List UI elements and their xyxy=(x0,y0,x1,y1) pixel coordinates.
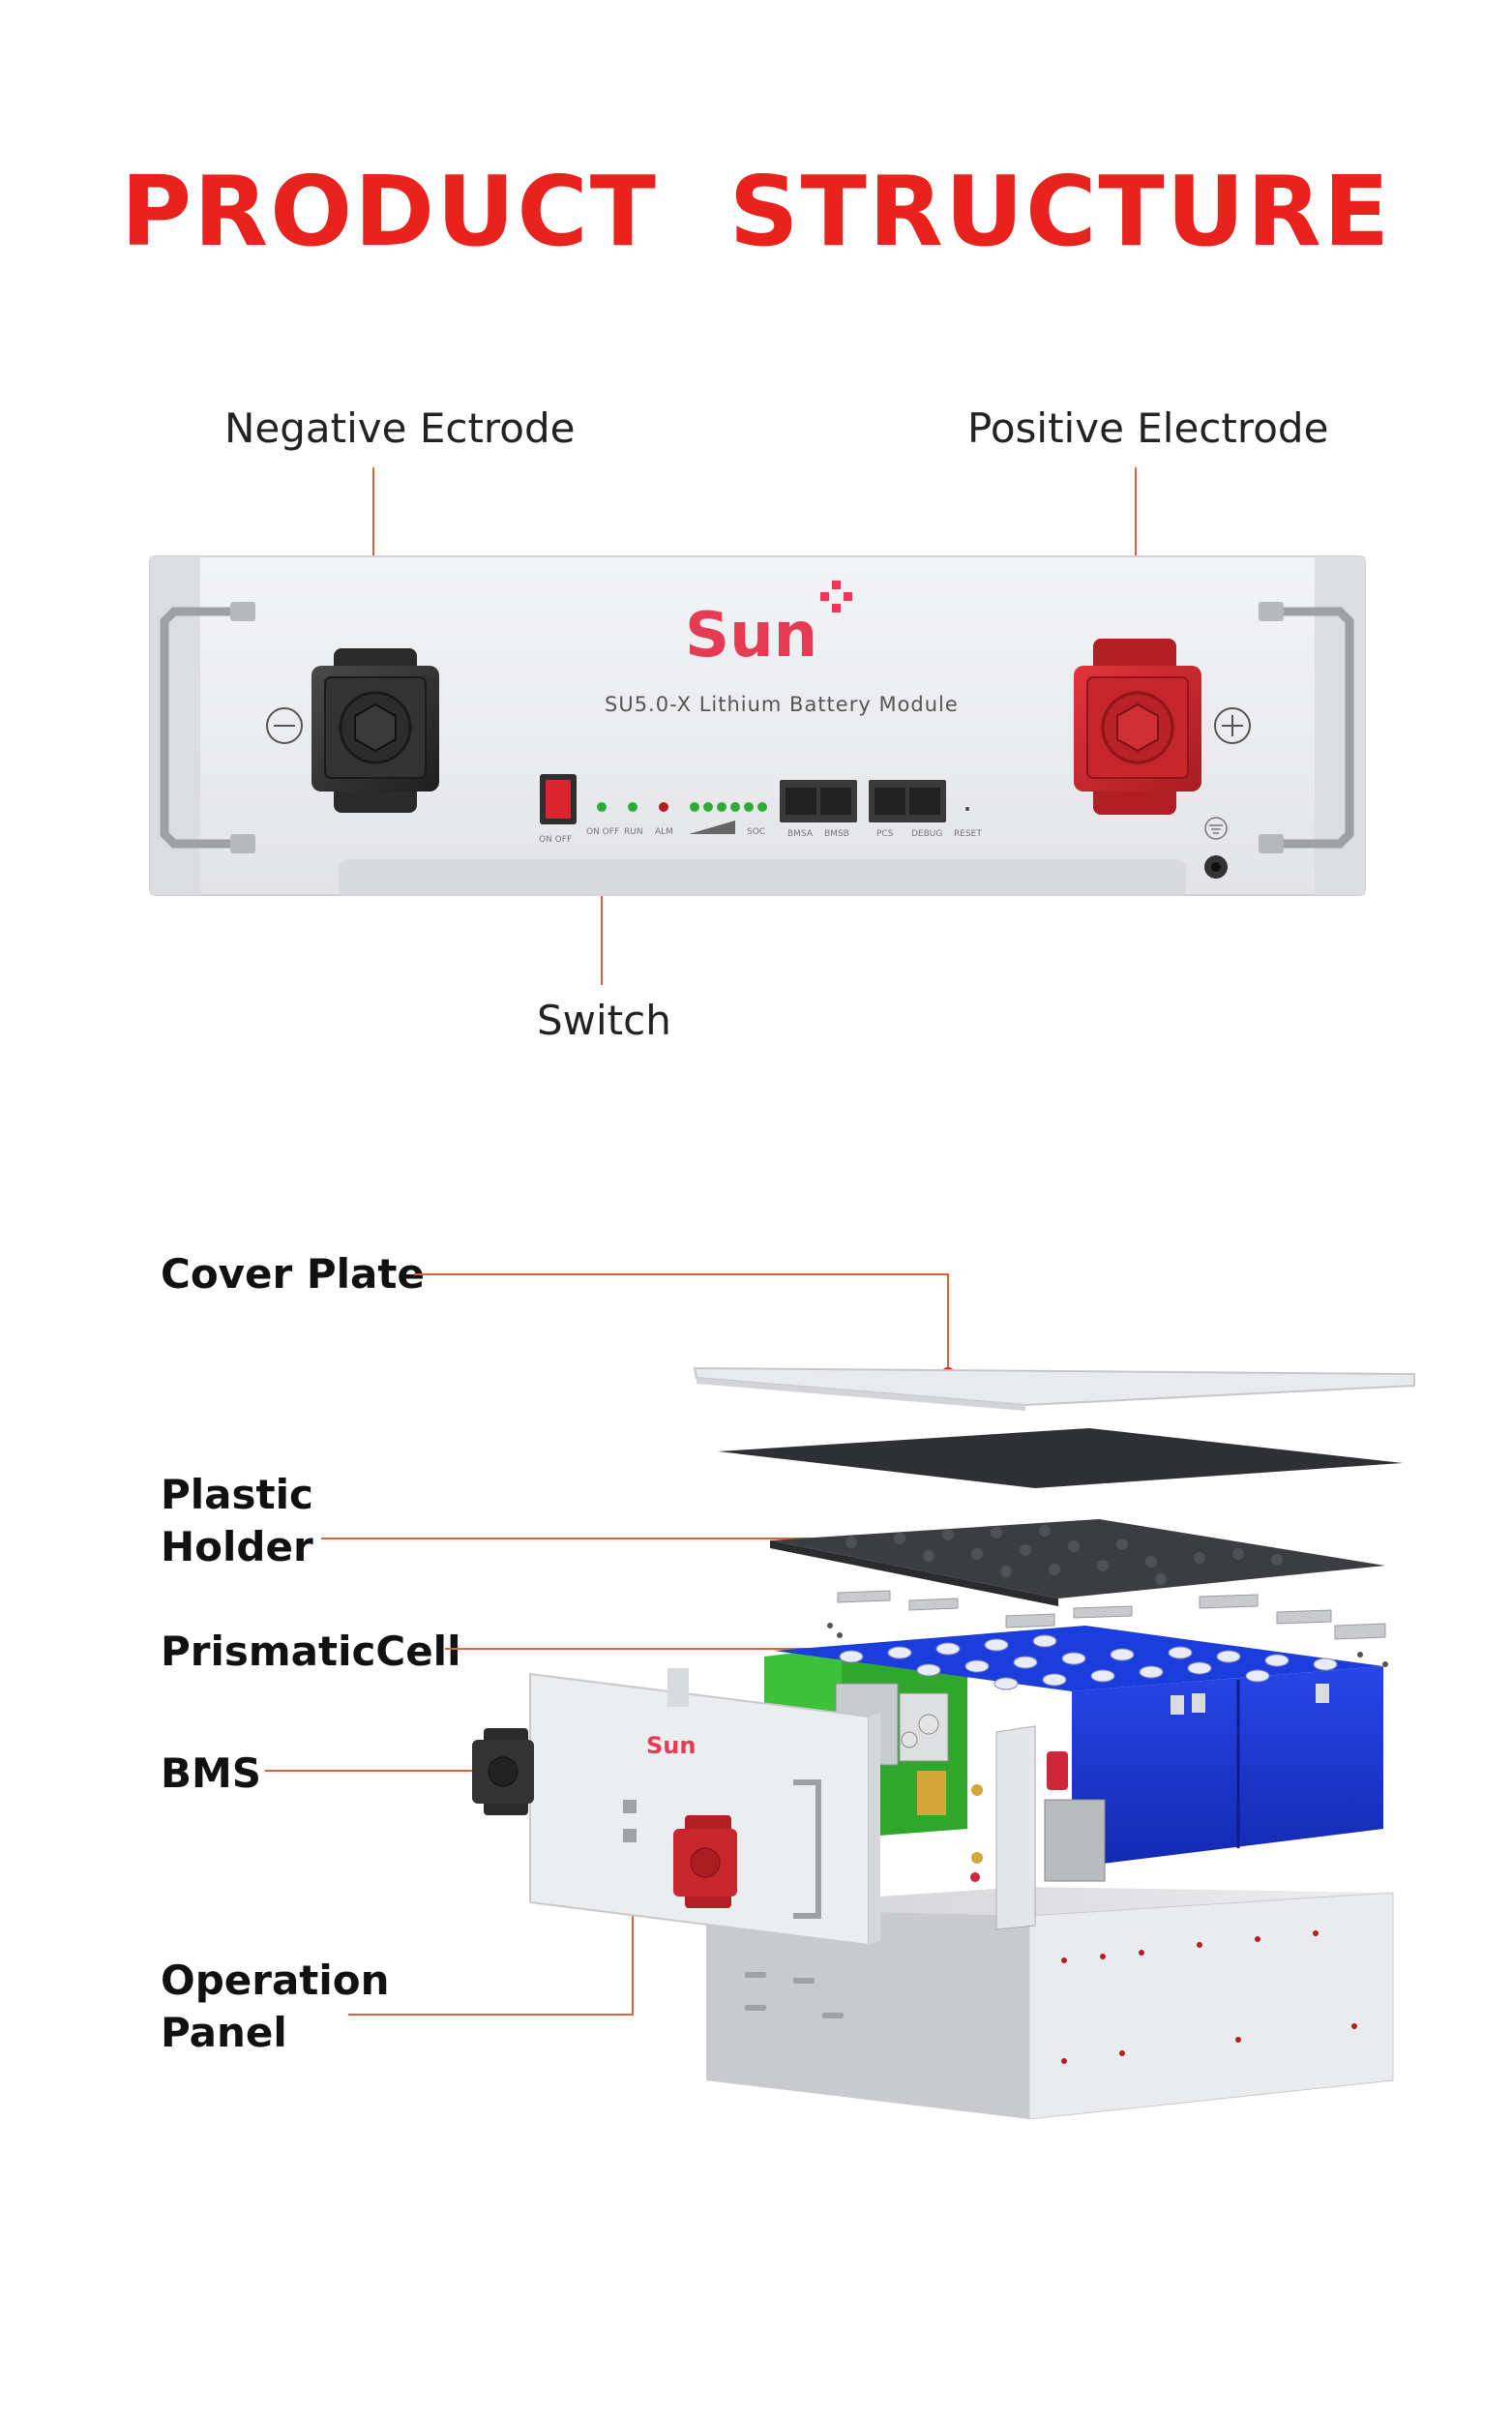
right-handle-icon xyxy=(1272,607,1354,849)
callout-positive-electrode: Positive Electrode xyxy=(967,404,1329,452)
svg-text:DEBUG: DEBUG xyxy=(911,829,942,839)
reset-button xyxy=(965,807,969,811)
exploded-positive-terminal xyxy=(673,1815,737,1908)
callout-plastic-holder-line1: Plastic xyxy=(161,1471,313,1518)
outer-case xyxy=(706,1887,1394,2120)
prismatic-cells xyxy=(774,1626,1383,1867)
switch-label: ON OFF xyxy=(539,835,572,845)
plastic-holder xyxy=(770,1519,1386,1640)
led-run xyxy=(628,802,637,812)
sun-logo: Sun xyxy=(685,581,852,672)
plus-symbol-icon xyxy=(1214,707,1251,744)
svg-text:ALM: ALM xyxy=(655,827,673,837)
callout-prismatic-cell: PrismaticCell xyxy=(161,1628,461,1675)
soc-indicator xyxy=(690,802,767,812)
bottom-recess xyxy=(339,859,1186,895)
negative-terminal xyxy=(311,648,439,813)
exploded-negative-terminal xyxy=(472,1728,534,1815)
callout-operation-panel-line2: Panel xyxy=(161,2009,287,2056)
callout-negative-electrode: Negative Ectrode xyxy=(224,404,576,452)
callout-switch: Switch xyxy=(537,997,671,1044)
page-title: PRODUCT STRUCTURE xyxy=(120,155,1392,268)
battery-exploded-view: Sun xyxy=(265,1273,1415,2120)
svg-text:SOC: SOC xyxy=(747,827,765,837)
battery-front-view: Sun SU5.0-X Lithium Battery Module ON OF… xyxy=(149,467,1366,985)
cover-plate xyxy=(693,1366,1415,1411)
svg-text:PCS: PCS xyxy=(876,829,894,839)
leader-cover-plate xyxy=(414,1273,949,1374)
callout-cover-plate: Cover Plate xyxy=(161,1250,425,1298)
soc-ramp-icon xyxy=(689,821,735,834)
comm-ports xyxy=(780,780,946,822)
led-alm xyxy=(659,802,668,812)
led-on-off xyxy=(597,802,607,812)
model-text: SU5.0-X Lithium Battery Module xyxy=(605,693,959,716)
operation-panel-logo: Sun xyxy=(646,1732,696,1759)
operation-panel: Sun xyxy=(472,1668,880,1947)
callout-plastic-holder-line2: Holder xyxy=(161,1523,313,1570)
left-handle-icon xyxy=(160,607,242,849)
svg-text:ON OFF: ON OFF xyxy=(586,827,619,837)
svg-text:Sun: Sun xyxy=(685,600,817,672)
svg-text:BMSA: BMSA xyxy=(787,829,814,839)
power-switch[interactable] xyxy=(540,774,577,824)
positive-terminal xyxy=(1074,639,1201,815)
svg-text:RUN: RUN xyxy=(624,827,643,837)
callout-operation-panel-line1: Operation xyxy=(161,1957,390,2004)
ground-icon xyxy=(1204,817,1228,840)
svg-text:RESET: RESET xyxy=(954,829,982,839)
callout-bms: BMS xyxy=(161,1749,262,1797)
minus-symbol-icon xyxy=(266,707,303,744)
front-bracket xyxy=(970,1725,1106,1930)
insulation-sheet xyxy=(718,1428,1403,1488)
svg-text:BMSB: BMSB xyxy=(824,829,849,839)
